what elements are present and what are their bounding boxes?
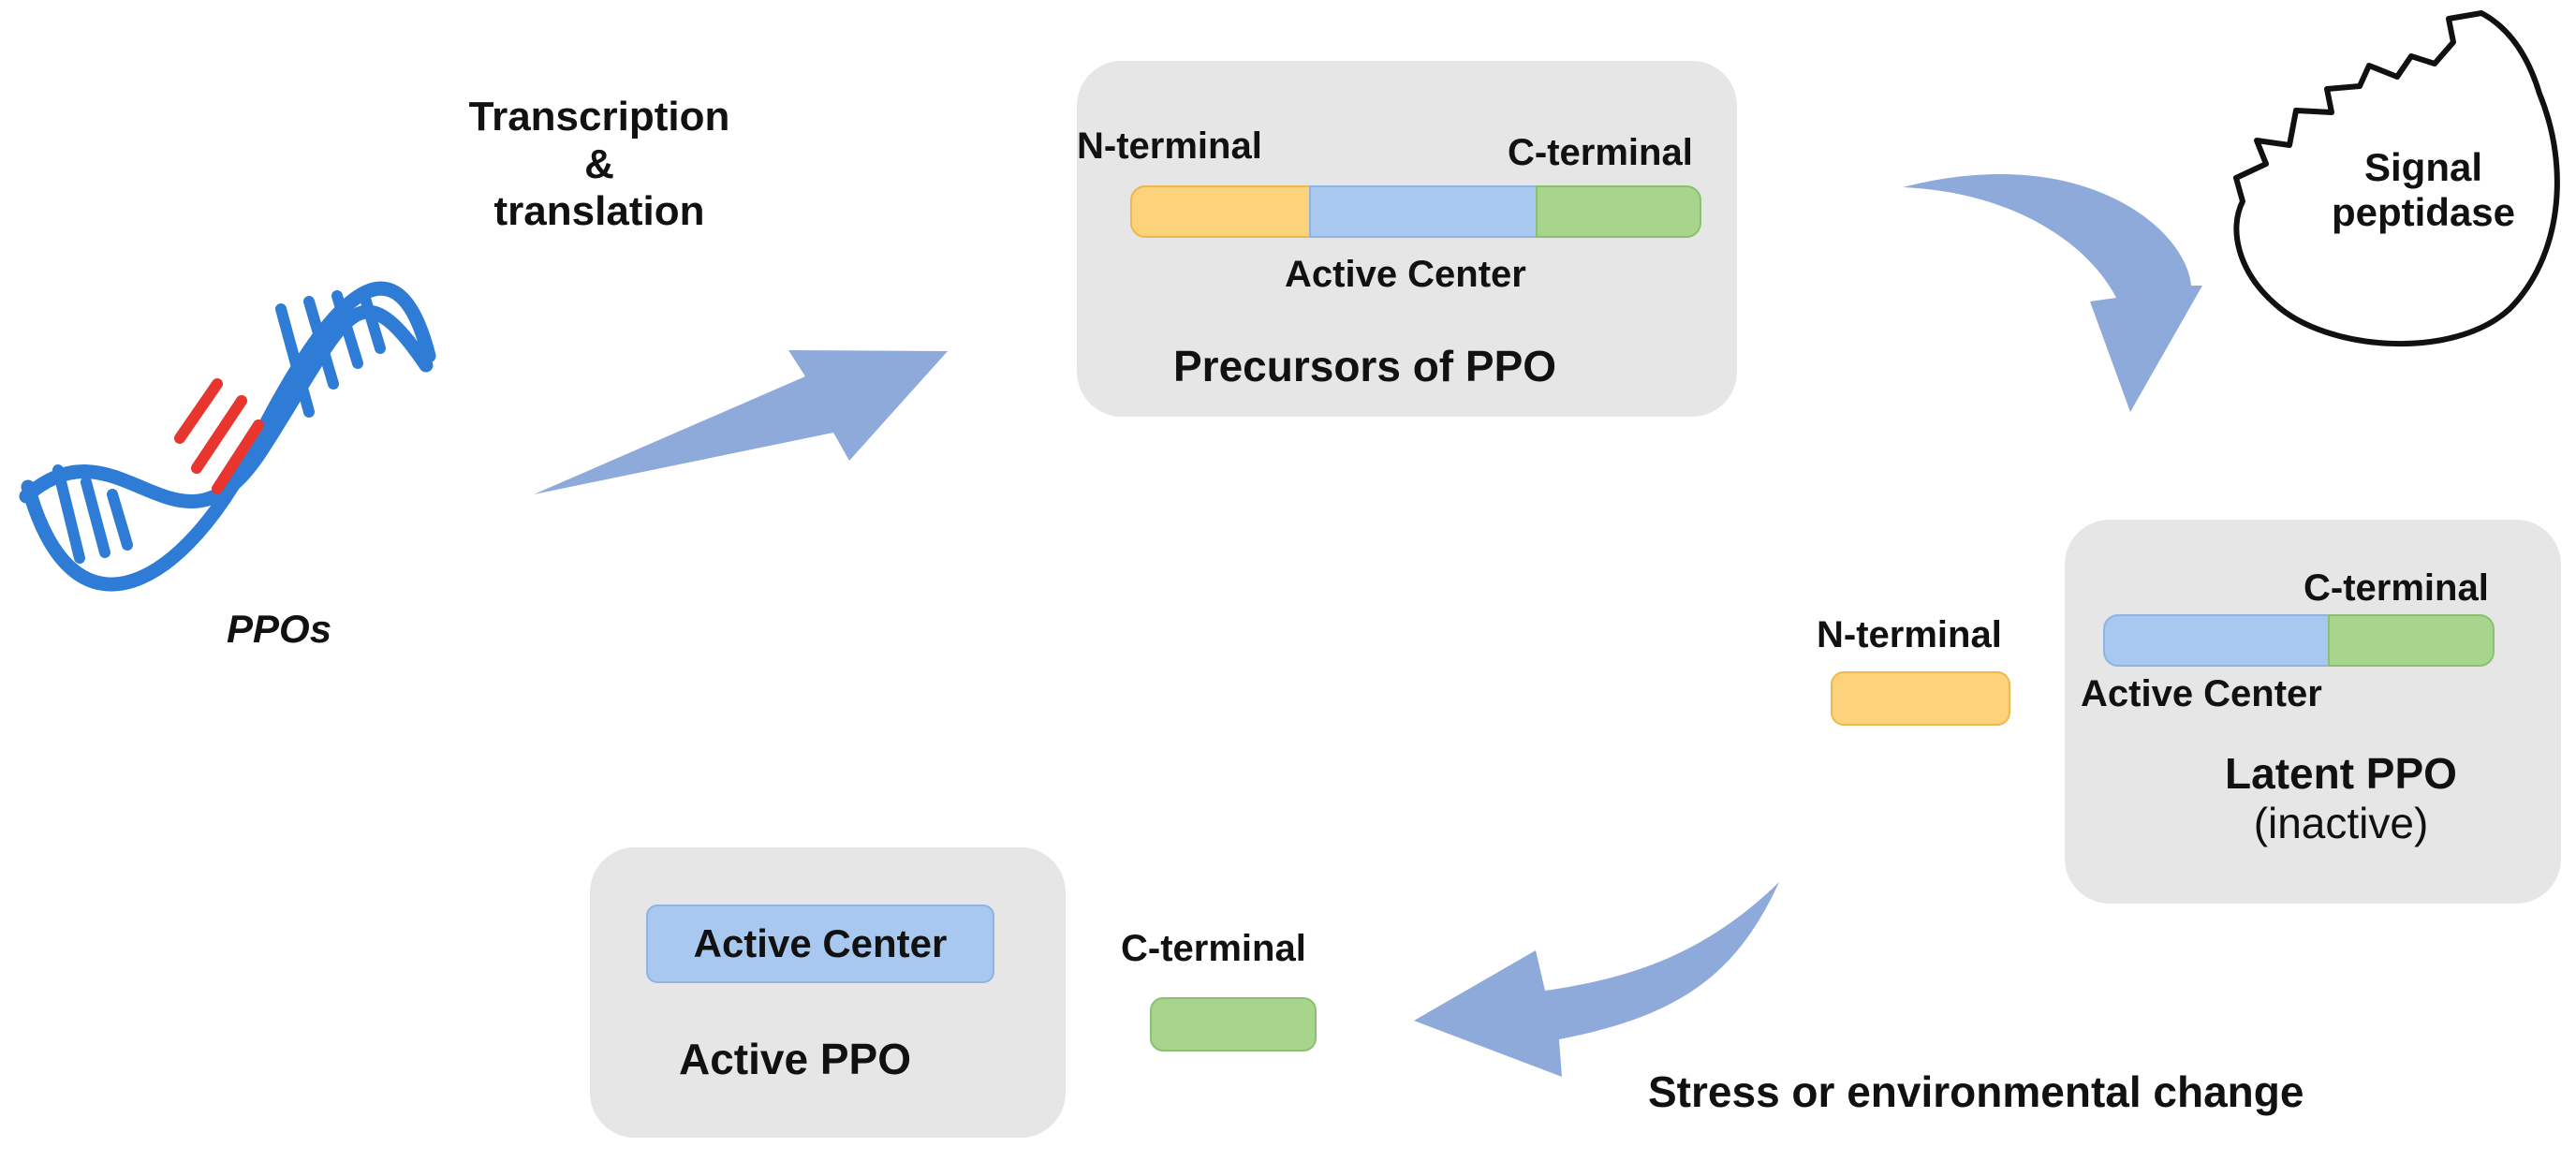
signal-peptidase-line-1: Signal [2363,145,2483,189]
precursor-c-terminal-label: C-terminal [1508,132,1693,173]
dna-rungs-blue [52,287,386,564]
latent-c-terminal-bar [2328,614,2495,667]
signal-peptidase-line-2: peptidase [2331,190,2516,235]
latent-active-center-bar [2103,614,2330,667]
active-c-terminal-bar [1150,997,1317,1052]
active-ppo-title: Active PPO [679,1035,911,1083]
dna-rungs-red [174,378,264,494]
latent-ppo-title: Latent PPO (inactive) [2154,749,2528,848]
precursor-box [1077,61,1737,417]
precursor-title: Precursors of PPO [1173,342,1557,390]
arrow-cleavage [1903,173,2202,412]
step-line-1: Transcription [468,94,730,140]
gene-label: PPOs [227,607,332,651]
signal-peptidase-label: Signal peptidase [2311,145,2536,236]
precursor-c-terminal-bar [1536,185,1701,238]
step-transcription-label: Transcription & translation [412,94,787,236]
step-line-3: translation [493,188,705,235]
latent-c-terminal-label: C-terminal [2304,567,2489,609]
active-c-terminal-label: C-terminal [1121,928,1306,969]
latent-ppo-box [2065,520,2561,904]
arrow-activation [1414,882,1779,1077]
step-line-2: & [584,140,614,187]
arrow-transcription [534,350,948,494]
latent-title-line-2: (inactive) [2253,798,2429,847]
precursor-active-center-label: Active Center [1285,254,1526,295]
latent-title-line-1: Latent PPO [2225,749,2457,798]
latent-n-terminal-label: N-terminal [1817,614,2002,655]
latent-n-terminal-bar [1831,671,2010,726]
active-ppo-box [590,847,1066,1138]
dna-strand-lower [21,281,436,592]
active-center-label: Active Center [693,920,948,965]
active-center-chip: Active Center [646,905,994,983]
latent-active-center-label: Active Center [2081,673,2322,714]
precursor-n-terminal-bar [1130,185,1311,238]
stress-trigger-label: Stress or environmental change [1648,1067,2304,1116]
signal-peptidase-icon [2233,10,2560,347]
precursor-active-center-bar [1309,185,1538,238]
dna-helix-icon [19,281,436,592]
precursor-n-terminal-label: N-terminal [1077,125,1262,167]
